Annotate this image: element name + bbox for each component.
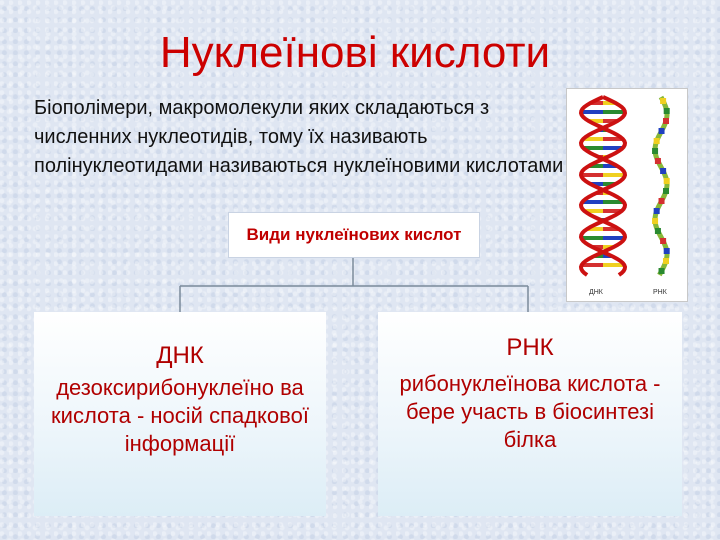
rna-base — [663, 248, 670, 254]
intro-text: Біополімери, макромолекули яких складают… — [34, 97, 564, 177]
rna-base — [663, 258, 670, 264]
dna-card: ДНК дезоксирибонуклеїно ва кислота - нос… — [34, 312, 326, 516]
rna-base — [658, 198, 665, 204]
types-header-box: Види нуклеїнових кислот — [228, 212, 480, 258]
rna-base — [663, 108, 670, 114]
dna-abbr: ДНК — [156, 342, 204, 369]
rna-abbr: РНК — [506, 334, 554, 361]
rna-base — [658, 268, 665, 274]
dna-caption: ДНК — [589, 289, 604, 296]
slide-title: Нуклеїнові кислоти — [159, 28, 551, 77]
rna-description: рибонуклеїнова кислота - бере участь в б… — [399, 371, 661, 452]
rna-base — [654, 228, 661, 234]
rna-strand — [652, 95, 670, 277]
dna-rna-illustration: ДНК РНК — [566, 88, 688, 302]
rna-base — [653, 208, 660, 214]
rna-base — [653, 138, 660, 144]
rna-card: РНК рибонуклеїнова кислота - бере участь… — [378, 312, 682, 516]
rna-base — [663, 118, 670, 124]
rna-base — [663, 188, 670, 194]
rna-backbone — [652, 95, 670, 277]
dna-backbone-1 — [578, 95, 628, 277]
dna-backbone-2 — [578, 95, 628, 277]
types-header-label: Види нуклеїнових кислот — [246, 225, 462, 244]
rna-base — [660, 168, 667, 174]
rna-base — [663, 178, 670, 184]
rna-base — [660, 98, 667, 104]
rna-base — [652, 148, 659, 154]
rna-base — [660, 238, 667, 244]
rna-caption: РНК — [653, 289, 668, 296]
rna-base — [654, 158, 661, 164]
dna-helix — [578, 95, 628, 277]
rna-base — [658, 128, 665, 134]
rna-base — [652, 218, 659, 224]
dna-description: дезоксирибонуклеїно ва кислота - носій с… — [51, 375, 309, 456]
